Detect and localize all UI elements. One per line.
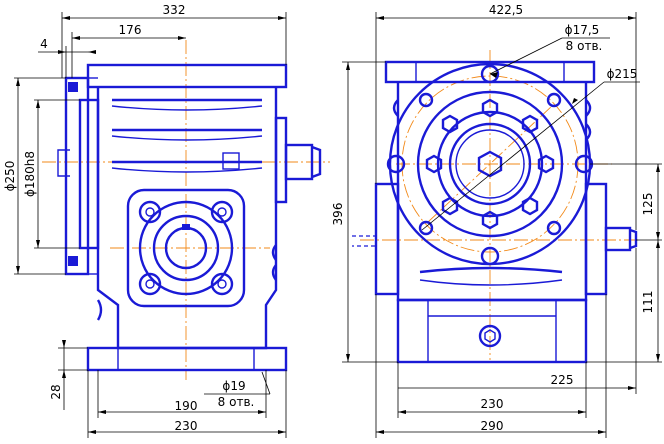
dim-right-upper-axis: 125 <box>641 193 655 216</box>
right-base-right-foot <box>555 299 587 363</box>
dim-right-foot-span: 230 <box>481 397 504 411</box>
right-right-boss <box>584 182 608 296</box>
right-top-cap-left-lug <box>385 61 417 83</box>
left-pilot-spigot <box>78 98 100 250</box>
left-output-keyway <box>182 224 190 230</box>
dim-right-bolt-hole-count: 8 отв. <box>566 39 603 53</box>
dim-left-shaft-offset: 176 <box>119 23 142 37</box>
dim-right-axis-offset: 225 <box>551 373 574 387</box>
left-output-housing <box>126 188 246 308</box>
left-cooling-fins <box>111 98 263 173</box>
dim-right-overall-width: 422,5 <box>489 3 523 17</box>
right-base-left-foot <box>397 299 429 363</box>
left-right-bearing-cap <box>274 116 288 204</box>
dim-right-overall-height: 396 <box>331 203 345 226</box>
left-view: 332 176 4 ϕ250 ϕ180h8 28 ϕ19 8 отв. 190 … <box>3 3 330 438</box>
left-body-outline <box>96 87 278 350</box>
left-input-shaft <box>284 143 314 181</box>
left-top-cap <box>86 63 288 89</box>
right-hidden-shaft <box>352 235 377 247</box>
right-worm-shaft <box>604 226 632 252</box>
left-input-shaft-end <box>311 145 322 179</box>
left-side-bumps <box>96 244 277 321</box>
left-dimension-arrows <box>16 16 286 434</box>
right-center-hex <box>477 150 503 178</box>
right-worm-shaft-end <box>629 228 638 250</box>
dim-left-total-height: 332 <box>163 3 186 17</box>
right-flange-inner <box>416 90 564 238</box>
dim-left-base-width: 230 <box>175 419 198 433</box>
dim-left-hole-count: 8 отв. <box>218 395 255 409</box>
right-outer-bolt-holes <box>386 64 594 266</box>
left-input-shaft-stub <box>57 149 70 177</box>
right-view: 422,5 ϕ17,5 8 отв. ϕ215 396 125 111 225 … <box>331 3 662 438</box>
left-output-hub <box>152 214 220 282</box>
right-diagonal-centerline <box>427 105 553 223</box>
right-drain-hex <box>484 329 496 343</box>
dim-left-pilot-diameter: ϕ180h8 <box>23 151 37 197</box>
right-hex-bolts <box>425 98 555 230</box>
left-output-flange-outer <box>138 200 234 296</box>
left-base-foot-left <box>87 347 119 371</box>
left-dimensions <box>14 12 287 438</box>
right-bolt-circle <box>401 75 579 253</box>
dim-left-hole-diameter: ϕ19 <box>222 379 245 393</box>
left-flange-bolt-top <box>68 82 78 92</box>
right-lower-fins <box>419 266 563 286</box>
left-output-lugs <box>138 200 234 296</box>
dim-right-bolt-hole-diameter: ϕ17,5 <box>565 23 600 37</box>
left-base-foot-right <box>253 347 287 371</box>
right-hub-outer <box>436 110 544 218</box>
right-side-fins <box>392 99 592 141</box>
left-flange-bolt-bottom <box>68 256 78 266</box>
dim-left-foot-span: 190 <box>175 399 198 413</box>
right-dimension-arrows <box>346 16 660 434</box>
dim-right-bolt-circle: ϕ215 <box>607 67 638 81</box>
dim-left-flange-diameter: ϕ250 <box>3 161 17 192</box>
dim-right-base-length: 290 <box>481 419 504 433</box>
left-oil-plug <box>222 152 240 170</box>
right-hub-bore <box>455 129 525 199</box>
right-drain-plug <box>478 324 502 348</box>
dim-right-lower-axis: 111 <box>641 291 655 314</box>
dim-left-flange-thickness: 4 <box>40 37 48 51</box>
right-top-cap-right-lug <box>563 61 595 83</box>
dim-left-base-thickness: 28 <box>49 384 63 399</box>
right-dimensions <box>342 12 662 438</box>
right-left-boss <box>374 182 400 296</box>
right-hub-inner <box>448 122 532 206</box>
